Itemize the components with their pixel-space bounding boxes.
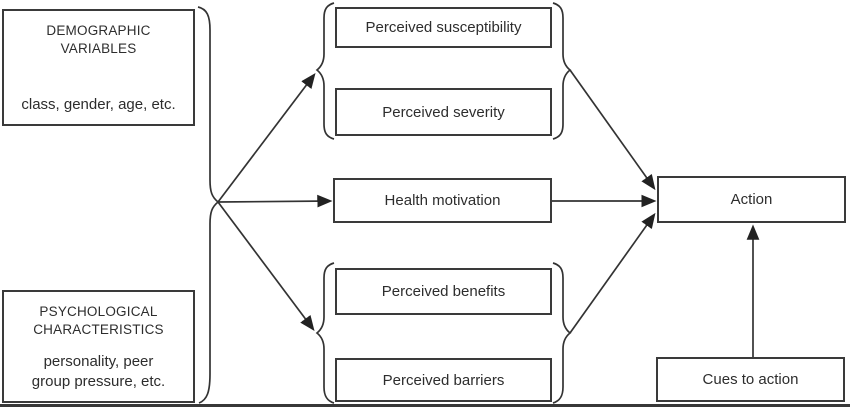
demographic-variables-examples: class, gender, age, etc. [21, 96, 176, 114]
arrow-benefits-group-to-action [569, 212, 656, 334]
action-box: Action [657, 176, 846, 223]
psychological-title-line1: PSYCHOLOGICAL [39, 304, 158, 319]
health-motivation-box: Health motivation [333, 178, 552, 223]
psychological-body-line2: group pressure, etc. [31, 373, 166, 391]
arrow-junction-to-susceptibility-group [217, 72, 316, 203]
demographic-variables-title: DEMOGRAPHIC VARIABLES [46, 22, 150, 58]
susceptibility-severity-right-brace [552, 2, 572, 140]
psychological-title-line2: CHARACTERISTICS [33, 322, 164, 338]
perceived-severity-box: Perceived severity [335, 88, 552, 136]
arrow-susceptibility-group-to-action [569, 69, 656, 191]
benefits-barriers-left-brace [315, 262, 335, 404]
cues-to-action-box: Cues to action [656, 357, 845, 402]
perceived-benefits-box: Perceived benefits [335, 268, 552, 315]
figure-bottom-rule [0, 404, 850, 407]
psychological-characteristics-box: PSYCHOLOGICAL CHARACTERISTICS personalit… [2, 290, 195, 403]
psychological-characteristics-title: PSYCHOLOGICAL CHARACTERISTICS [33, 303, 164, 339]
demographic-title-line1: DEMOGRAPHIC [46, 23, 151, 38]
arrow-junction-to-benefits-group [217, 201, 315, 332]
benefits-barriers-right-brace [552, 262, 572, 404]
susceptibility-severity-left-brace [315, 2, 335, 140]
perceived-susceptibility-box: Perceived susceptibility [335, 7, 552, 48]
perceived-barriers-box: Perceived barriers [335, 358, 552, 402]
left-group-brace [197, 6, 220, 404]
demographic-variables-box: DEMOGRAPHIC VARIABLES class, gender, age… [2, 9, 195, 126]
psychological-body-line1: personality, peer [43, 353, 154, 371]
arrow-junction-to-motivation [217, 194, 333, 208]
psychological-characteristics-examples: personality, peer group pressure, etc. [32, 352, 165, 392]
demographic-title-line2: VARIABLES [60, 41, 137, 57]
